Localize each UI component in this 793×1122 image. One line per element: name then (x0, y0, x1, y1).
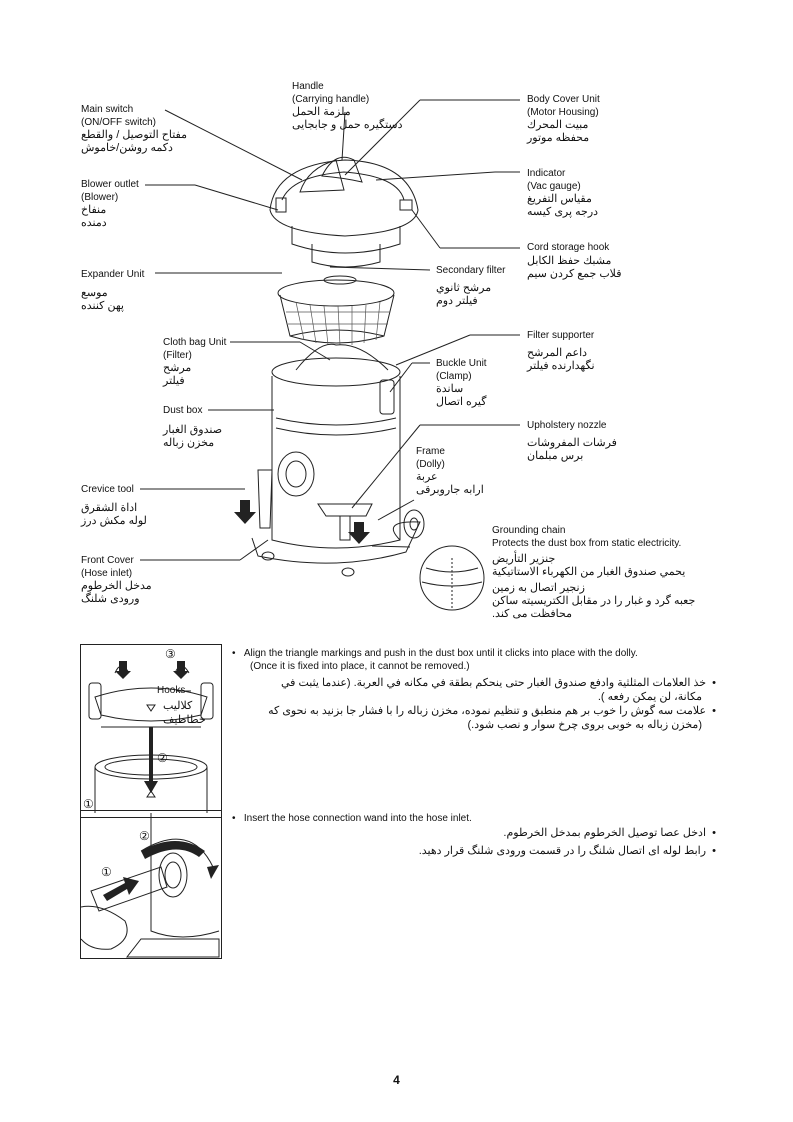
label-expander-unit: Expander Unit موسع پهن كننده (81, 269, 145, 312)
label-handle: Handle (Carrying handle) ملزمة الحمل دست… (292, 81, 403, 131)
label-indicator: Indicator (Vac gauge) مقياس التفريغ درجه… (527, 168, 599, 218)
inset-hose-connection: ② ① (80, 810, 222, 959)
label-dust-box: Dust box صندوق الغبار مخزن زباله (163, 405, 223, 449)
dust-box-assembly-illustration (88, 661, 214, 813)
label-blower-outlet: Blower outlet (Blower) منفاخ دمنده (81, 179, 139, 229)
inset-dust-box-assembly: ③ Hooks كلاليب خطاطيف ② ① (80, 644, 222, 818)
step-1-badge: ① (101, 865, 112, 879)
page-number: 4 (393, 1073, 400, 1087)
label-cord-storage-hook: Cord storage hook مشبك حفظ الكابل قلاب ج… (527, 242, 622, 280)
label-grounding-chain: Grounding chain Protects the dust box fr… (492, 525, 696, 620)
step-2-badge: ② (157, 751, 168, 765)
step-3-badge: ③ (165, 647, 176, 661)
label-secondary-filter: Secondary filter مرشح ثانوي فيلتر دوم (436, 265, 506, 307)
label-upholstery-nozzle: Upholstery nozzle فرشات المفروشات برس مب… (527, 420, 617, 462)
label-cloth-bag-unit: Cloth bag Unit (Filter) مرشح فيلتر (163, 337, 227, 387)
label-body-cover-unit: Body Cover Unit (Motor Housing) مبيت الم… (527, 94, 600, 144)
label-frame: Frame (Dolly) عربة ارابه جاروبرقی (416, 446, 484, 496)
label-filter-supporter: Filter supporter داعم المرشح نگهدارنده ف… (527, 330, 595, 372)
hooks-label-fa: خطاطيف (163, 714, 206, 726)
label-main-switch: Main switch (ON/OFF switch) مفتاح التوصي… (81, 104, 188, 154)
section1-arabic: • خذ العلامات المثلثية وادفع صندوق الغبا… (268, 677, 716, 731)
step-1-badge: ① (83, 797, 94, 811)
hooks-label-ar: كلاليب (163, 700, 193, 712)
step-2-badge: ② (139, 829, 150, 843)
section1-english: • Align the triangle markings and push i… (232, 648, 638, 672)
hooks-label: Hooks (157, 685, 186, 696)
section2-arabic: • ادخل عصا توصيل الخرطوم بمدخل الخرطوم. … (418, 827, 716, 857)
section2-english: • Insert the hose connection wand into t… (232, 813, 472, 824)
label-crevice-tool: Crevice tool اداة الشقرق لوله مكش درز (81, 484, 147, 527)
label-front-cover: Front Cover (Hose inlet) مدخل الخرطوم ور… (81, 555, 152, 605)
hose-connection-illustration (80, 813, 220, 958)
label-buckle-unit: Buckle Unit (Clamp) ساندة گيره اتصال (436, 358, 487, 408)
